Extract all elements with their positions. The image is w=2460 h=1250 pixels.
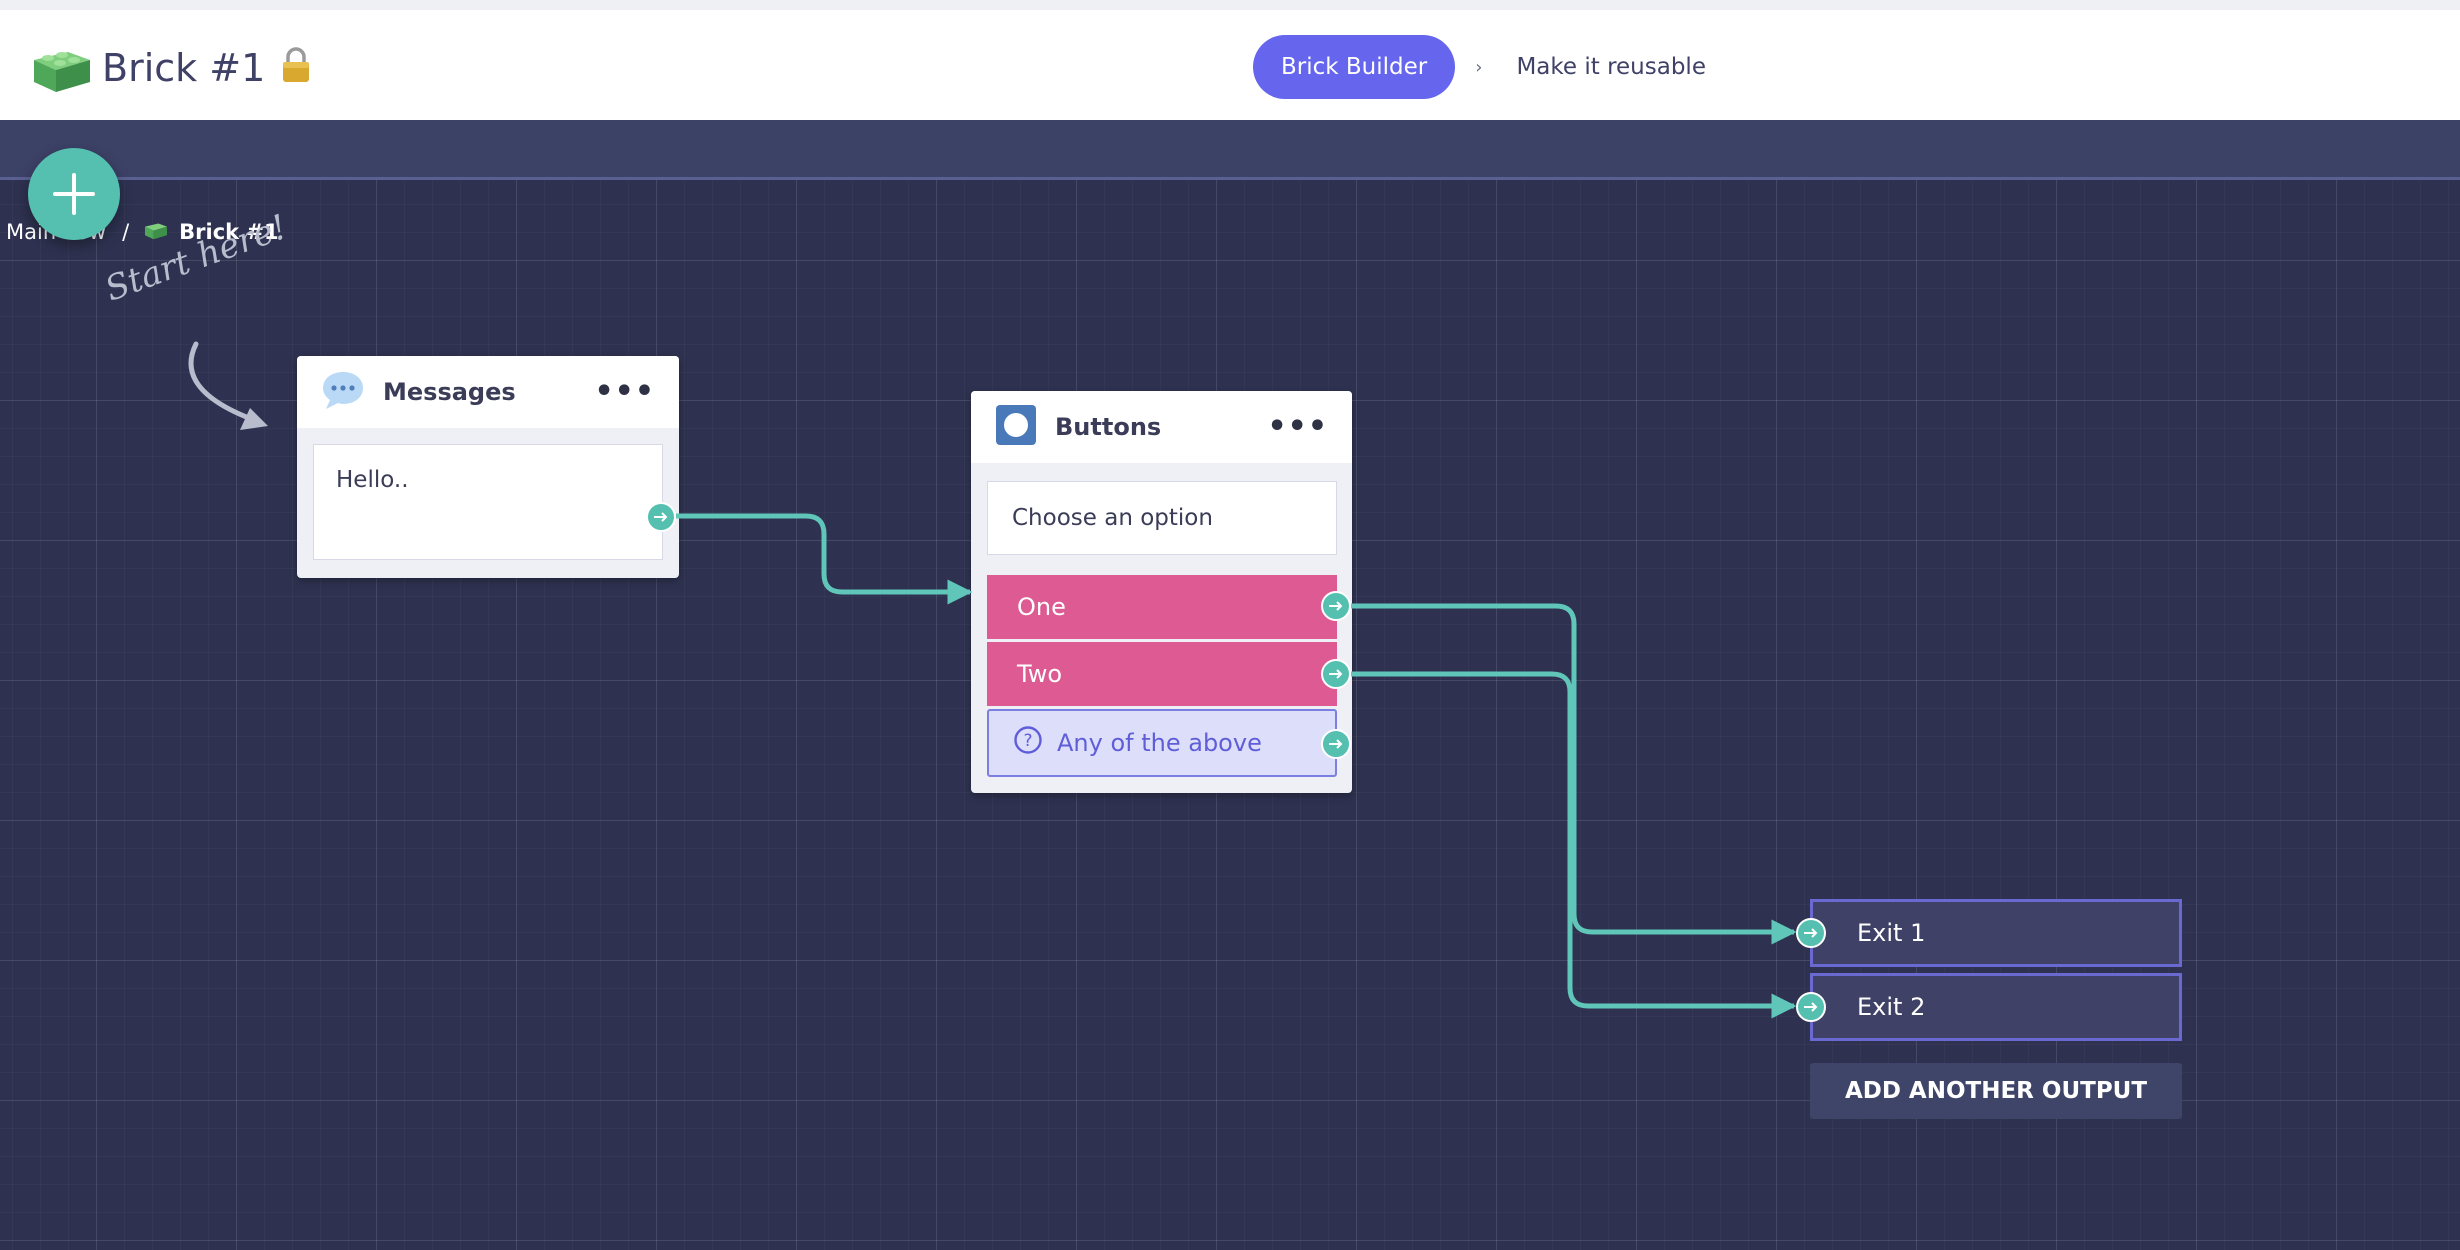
more-options-icon[interactable]: ••• [1267, 409, 1328, 444]
buttons-node-title: Buttons [1055, 413, 1162, 441]
lego-brick-icon [30, 38, 94, 98]
option-two-output-port[interactable] [1321, 659, 1351, 689]
curved-arrow-icon [188, 341, 268, 430]
flow-breadcrumb-separator: / [122, 219, 130, 244]
step-brick-builder[interactable]: Brick Builder [1253, 35, 1456, 99]
step-make-reusable[interactable]: Make it reusable [1516, 54, 1706, 80]
exit-1-output[interactable]: Exit 1 [1810, 899, 2182, 967]
flow-canvas[interactable] [0, 120, 2460, 1250]
buttons-node[interactable]: Buttons ••• Choose an option One Two ? A… [971, 391, 1352, 793]
add-node-button[interactable] [28, 148, 120, 240]
brick-name: Brick #1 [102, 46, 266, 90]
arrow-right-icon [1804, 928, 1818, 938]
exit-1-input-port[interactable] [1796, 918, 1826, 948]
chat-bubble-icon [321, 369, 365, 415]
flow-breadcrumb-current: Brick #1 [179, 219, 279, 244]
buttons-node-header: Buttons ••• [971, 391, 1352, 463]
exit-1-label: Exit 1 [1857, 919, 1926, 947]
lego-brick-icon [143, 218, 169, 245]
more-options-icon[interactable]: ••• [594, 374, 655, 409]
builder-steps: Brick Builder › Make it reusable [1253, 35, 1706, 99]
svg-text:?: ? [1023, 731, 1032, 751]
chevron-right-icon: › [1475, 56, 1483, 78]
brick-title: Brick #1 [30, 38, 265, 98]
option-two[interactable]: Two [987, 642, 1337, 706]
arrow-right-icon [1804, 1002, 1818, 1012]
arrow-right-icon [654, 512, 668, 522]
top-bar: Brick #1 Brick Builder › Make it reusabl… [0, 0, 2460, 120]
arrow-right-icon [1329, 669, 1343, 679]
messages-node[interactable]: Messages ••• Hello.. [297, 356, 679, 578]
plus-icon [53, 173, 95, 215]
option-one-output-port[interactable] [1321, 591, 1351, 621]
canvas-toolbar-strip [0, 120, 2460, 180]
option-any-label: Any of the above [1057, 729, 1262, 757]
messages-output-port[interactable] [646, 502, 676, 532]
arrow-right-icon [1329, 739, 1343, 749]
option-any-output-port[interactable] [1321, 729, 1351, 759]
lock-icon[interactable] [280, 46, 312, 88]
add-another-output-button[interactable]: ADD ANOTHER OUTPUT [1810, 1063, 2182, 1119]
button-block-icon [995, 404, 1037, 450]
question-circle-icon: ? [1013, 725, 1043, 761]
exit-2-input-port[interactable] [1796, 992, 1826, 1022]
messages-node-title: Messages [383, 378, 516, 406]
option-any-of-the-above[interactable]: ? Any of the above [987, 709, 1337, 777]
arrow-right-icon [1329, 601, 1343, 611]
option-one[interactable]: One [987, 575, 1337, 639]
message-text[interactable]: Hello.. [313, 444, 663, 560]
buttons-prompt[interactable]: Choose an option [987, 481, 1337, 555]
exit-2-label: Exit 2 [1857, 993, 1926, 1021]
exit-2-output[interactable]: Exit 2 [1810, 973, 2182, 1041]
messages-node-header: Messages ••• [297, 356, 679, 428]
